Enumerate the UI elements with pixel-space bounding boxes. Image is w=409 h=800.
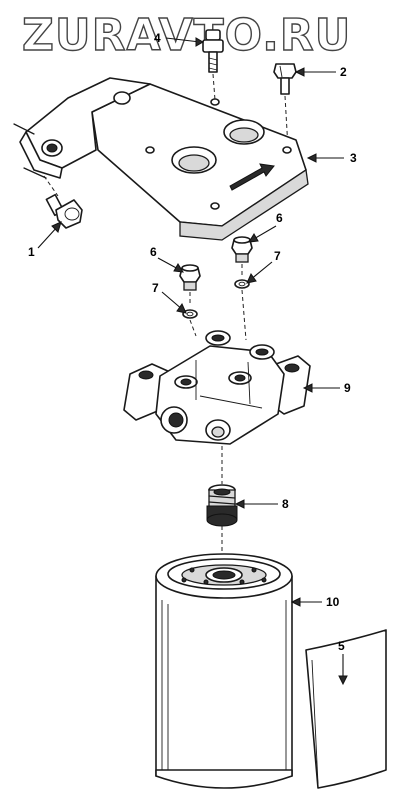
- callout-5: 5: [338, 639, 345, 653]
- filter-head-part-9: [123, 330, 311, 445]
- washer-part-7-left: [182, 309, 198, 319]
- callout-1: 1: [28, 245, 35, 259]
- callout-10: 10: [326, 595, 340, 609]
- callout-4: 4: [154, 31, 161, 45]
- callout-9: 9: [344, 381, 351, 395]
- watermark-text: ZURAVTO.RU: [22, 10, 351, 61]
- plug-part-6-left: [179, 264, 201, 291]
- bolt-part-2: [273, 63, 297, 95]
- callout-6-right: 6: [276, 211, 283, 225]
- callout-3: 3: [350, 151, 357, 165]
- stud-part-4: [202, 29, 224, 73]
- filter-canister-part-10: [155, 553, 293, 789]
- callout-6-left: 6: [150, 245, 157, 259]
- bracket-part-3: [19, 77, 309, 241]
- leader-lines: [37, 37, 348, 686]
- label-sheet-part-5: [305, 629, 387, 789]
- callout-2: 2: [340, 65, 347, 79]
- callout-8: 8: [282, 497, 289, 511]
- adapter-part-8: [206, 484, 238, 527]
- plug-part-6-right: [231, 236, 253, 263]
- bolt-part-1: [43, 175, 83, 229]
- callout-7-right: 7: [274, 249, 281, 263]
- callout-7-left: 7: [152, 281, 159, 295]
- washer-part-7-right: [234, 279, 250, 289]
